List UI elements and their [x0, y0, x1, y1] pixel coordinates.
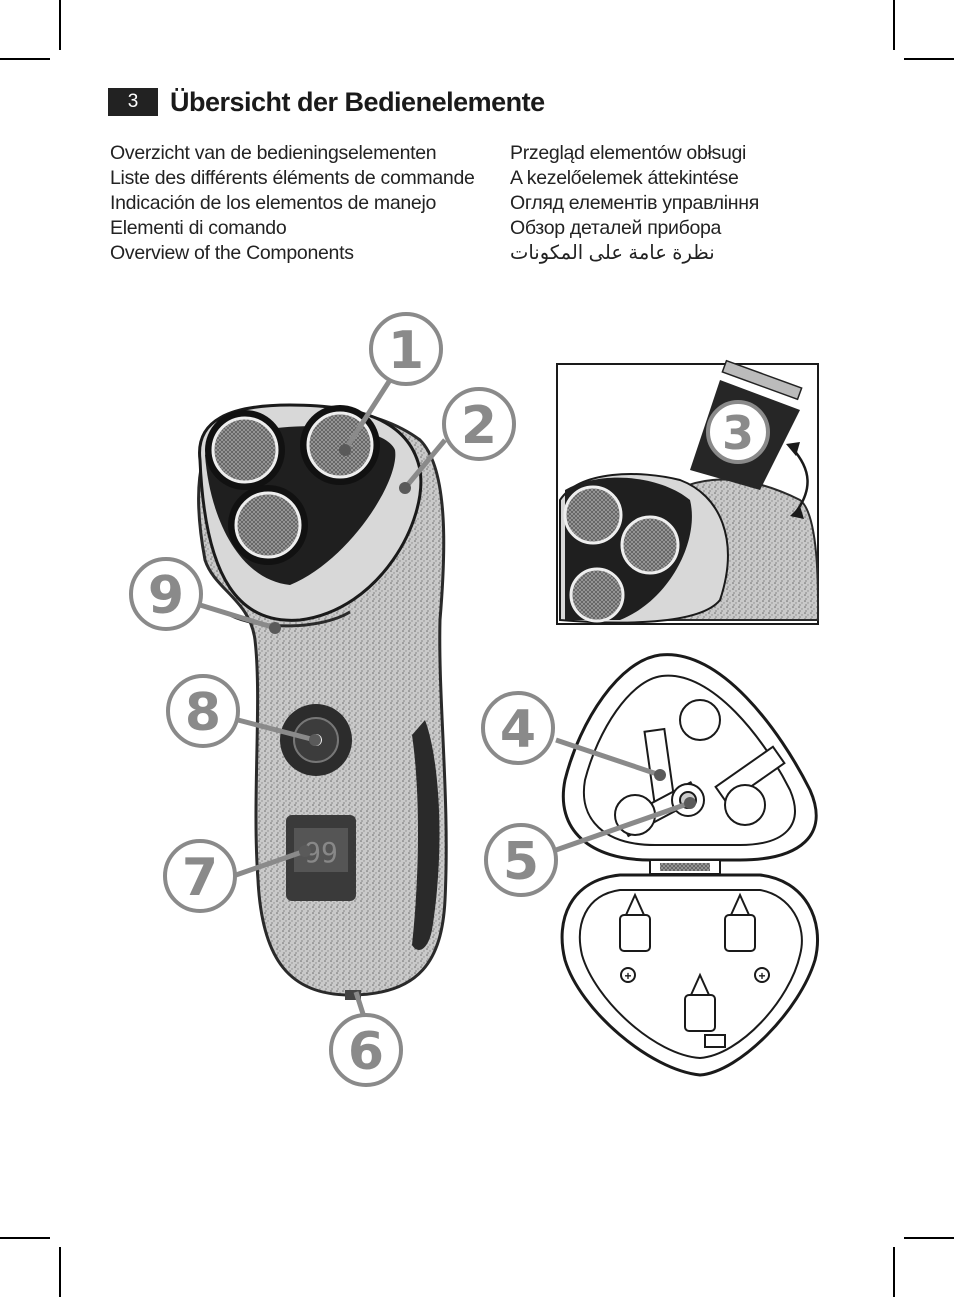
translations-left: Overzicht van de bedieningselementen Lis… [110, 141, 475, 266]
callout-2: 2 [442, 387, 516, 461]
translation-spanish: Indicación de los elementos de manejo [110, 192, 437, 214]
shaver-illustration: 99 [197, 403, 448, 1000]
crop-mark [59, 1247, 61, 1297]
crop-mark [59, 0, 61, 50]
crop-mark [904, 58, 954, 60]
callout-5: 5 [484, 823, 558, 897]
callout-4: 4 [481, 691, 555, 765]
callout-3: 3 [706, 400, 770, 464]
svg-text:8: 8 [185, 683, 221, 743]
charging-socket [345, 990, 361, 1000]
page-title: Übersicht der Bedienelemente [170, 86, 545, 117]
svg-text:9: 9 [148, 566, 184, 626]
callout-6: 6 [329, 1013, 403, 1087]
section-header: 3 Übersicht der Bedienelemente [108, 84, 545, 120]
translation-arabic: نظرة عامة على المكونات [510, 242, 715, 264]
crop-mark [893, 1247, 895, 1297]
callout-1: 1 [369, 312, 443, 386]
svg-text:7: 7 [182, 848, 218, 908]
translation-french: Liste des différents éléments de command… [110, 167, 475, 189]
callout-9: 9 [129, 557, 203, 631]
svg-text:6: 6 [348, 1022, 384, 1082]
svg-text:5: 5 [503, 832, 539, 892]
translation-italian: Elementi di comando [110, 217, 287, 239]
charging-stand: + + [560, 653, 820, 1077]
page-number-badge: 3 [108, 88, 158, 116]
svg-text:1: 1 [388, 321, 424, 381]
svg-text:4: 4 [500, 700, 536, 760]
crop-mark [904, 1237, 954, 1239]
callout-8: 8 [166, 674, 240, 748]
crop-mark [0, 1237, 50, 1239]
callout-7: 7 [163, 839, 237, 913]
leader-lines [199, 378, 691, 1018]
translation-hungarian: A kezelőelemek áttekintése [510, 167, 739, 189]
trimmer-inset [556, 359, 820, 625]
side-grip [412, 720, 440, 950]
crop-mark [0, 58, 50, 60]
svg-text:+: + [758, 969, 765, 983]
svg-text:2: 2 [461, 396, 497, 456]
translation-dutch: Overzicht van de bedieningselementen [110, 142, 437, 164]
leader-endpoints [269, 444, 696, 857]
translation-russian: Обзор деталей прибора [510, 217, 722, 239]
crop-mark [893, 0, 895, 50]
translation-ukrainian: Огляд елементів управління [510, 192, 759, 214]
svg-text:3: 3 [722, 406, 754, 460]
translation-english: Overview of the Components [110, 242, 354, 264]
stand-base [560, 873, 820, 1077]
svg-text:+: + [624, 969, 631, 983]
translations-right: Przegląd elementów obłsugi A kezelőeleme… [510, 141, 759, 266]
charging-pins [619, 892, 756, 1032]
translation-polish: Przegląd elementów obłsugi [510, 142, 747, 164]
